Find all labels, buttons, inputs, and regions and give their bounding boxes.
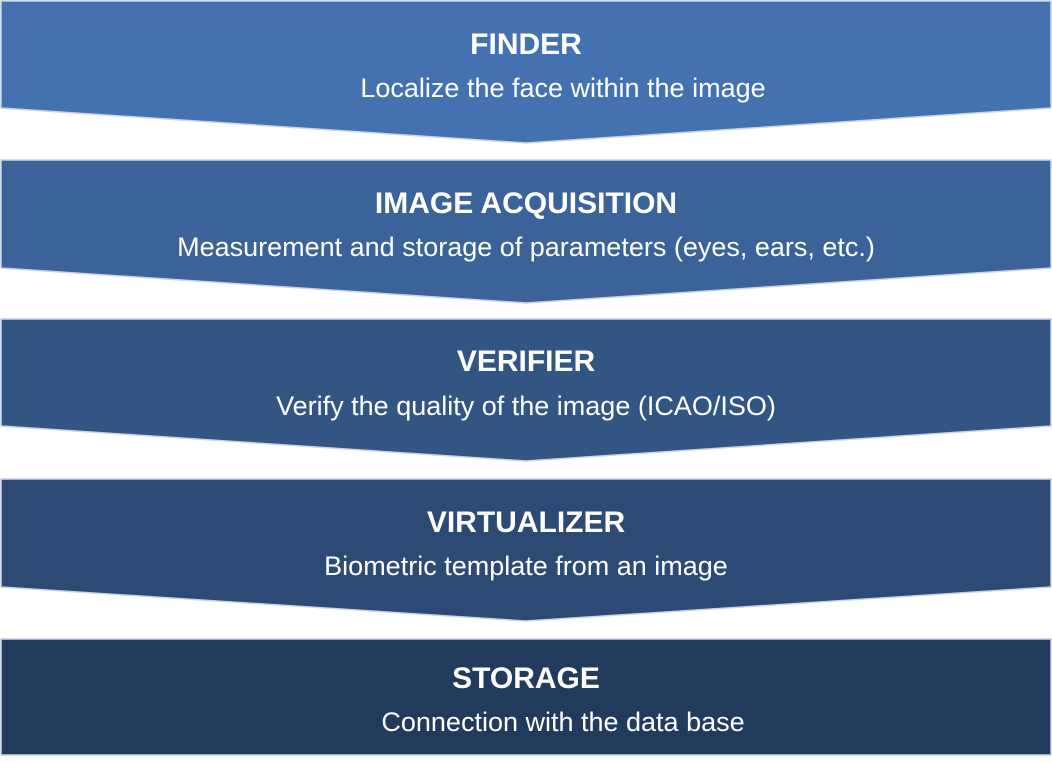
step-virtualizer-chevron <box>0 478 1052 622</box>
step-finder-description: Localize the face within the image <box>360 73 765 103</box>
step-storage: STORAGE Connection with the data base <box>0 638 1052 756</box>
step-virtualizer-description: Biometric template from an image <box>324 551 728 581</box>
step-finder: FINDER Localize the face within the imag… <box>0 0 1052 144</box>
step-finder-chevron <box>0 0 1052 144</box>
step-finder-title: FINDER <box>470 28 582 61</box>
step-virtualizer-title: VIRTUALIZER <box>427 506 626 539</box>
step-storage-title: STORAGE <box>452 662 600 695</box>
step-storage-box <box>0 638 1052 756</box>
step-image-acquisition-description: Measurement and storage of parameters (e… <box>177 232 875 262</box>
step-image-acquisition: IMAGE ACQUISITION Measurement and storag… <box>0 159 1052 304</box>
step-verifier-chevron <box>0 318 1052 462</box>
step-verifier-description: Verify the quality of the image (ICAO/IS… <box>276 391 776 421</box>
step-verifier-title: VERIFIER <box>457 345 596 378</box>
step-image-acquisition-chevron <box>0 159 1052 304</box>
step-verifier: VERIFIER Verify the quality of the image… <box>0 318 1052 462</box>
step-image-acquisition-title: IMAGE ACQUISITION <box>375 187 677 220</box>
step-virtualizer: VIRTUALIZER Biometric template from an i… <box>0 478 1052 622</box>
step-storage-description: Connection with the data base <box>381 707 744 737</box>
